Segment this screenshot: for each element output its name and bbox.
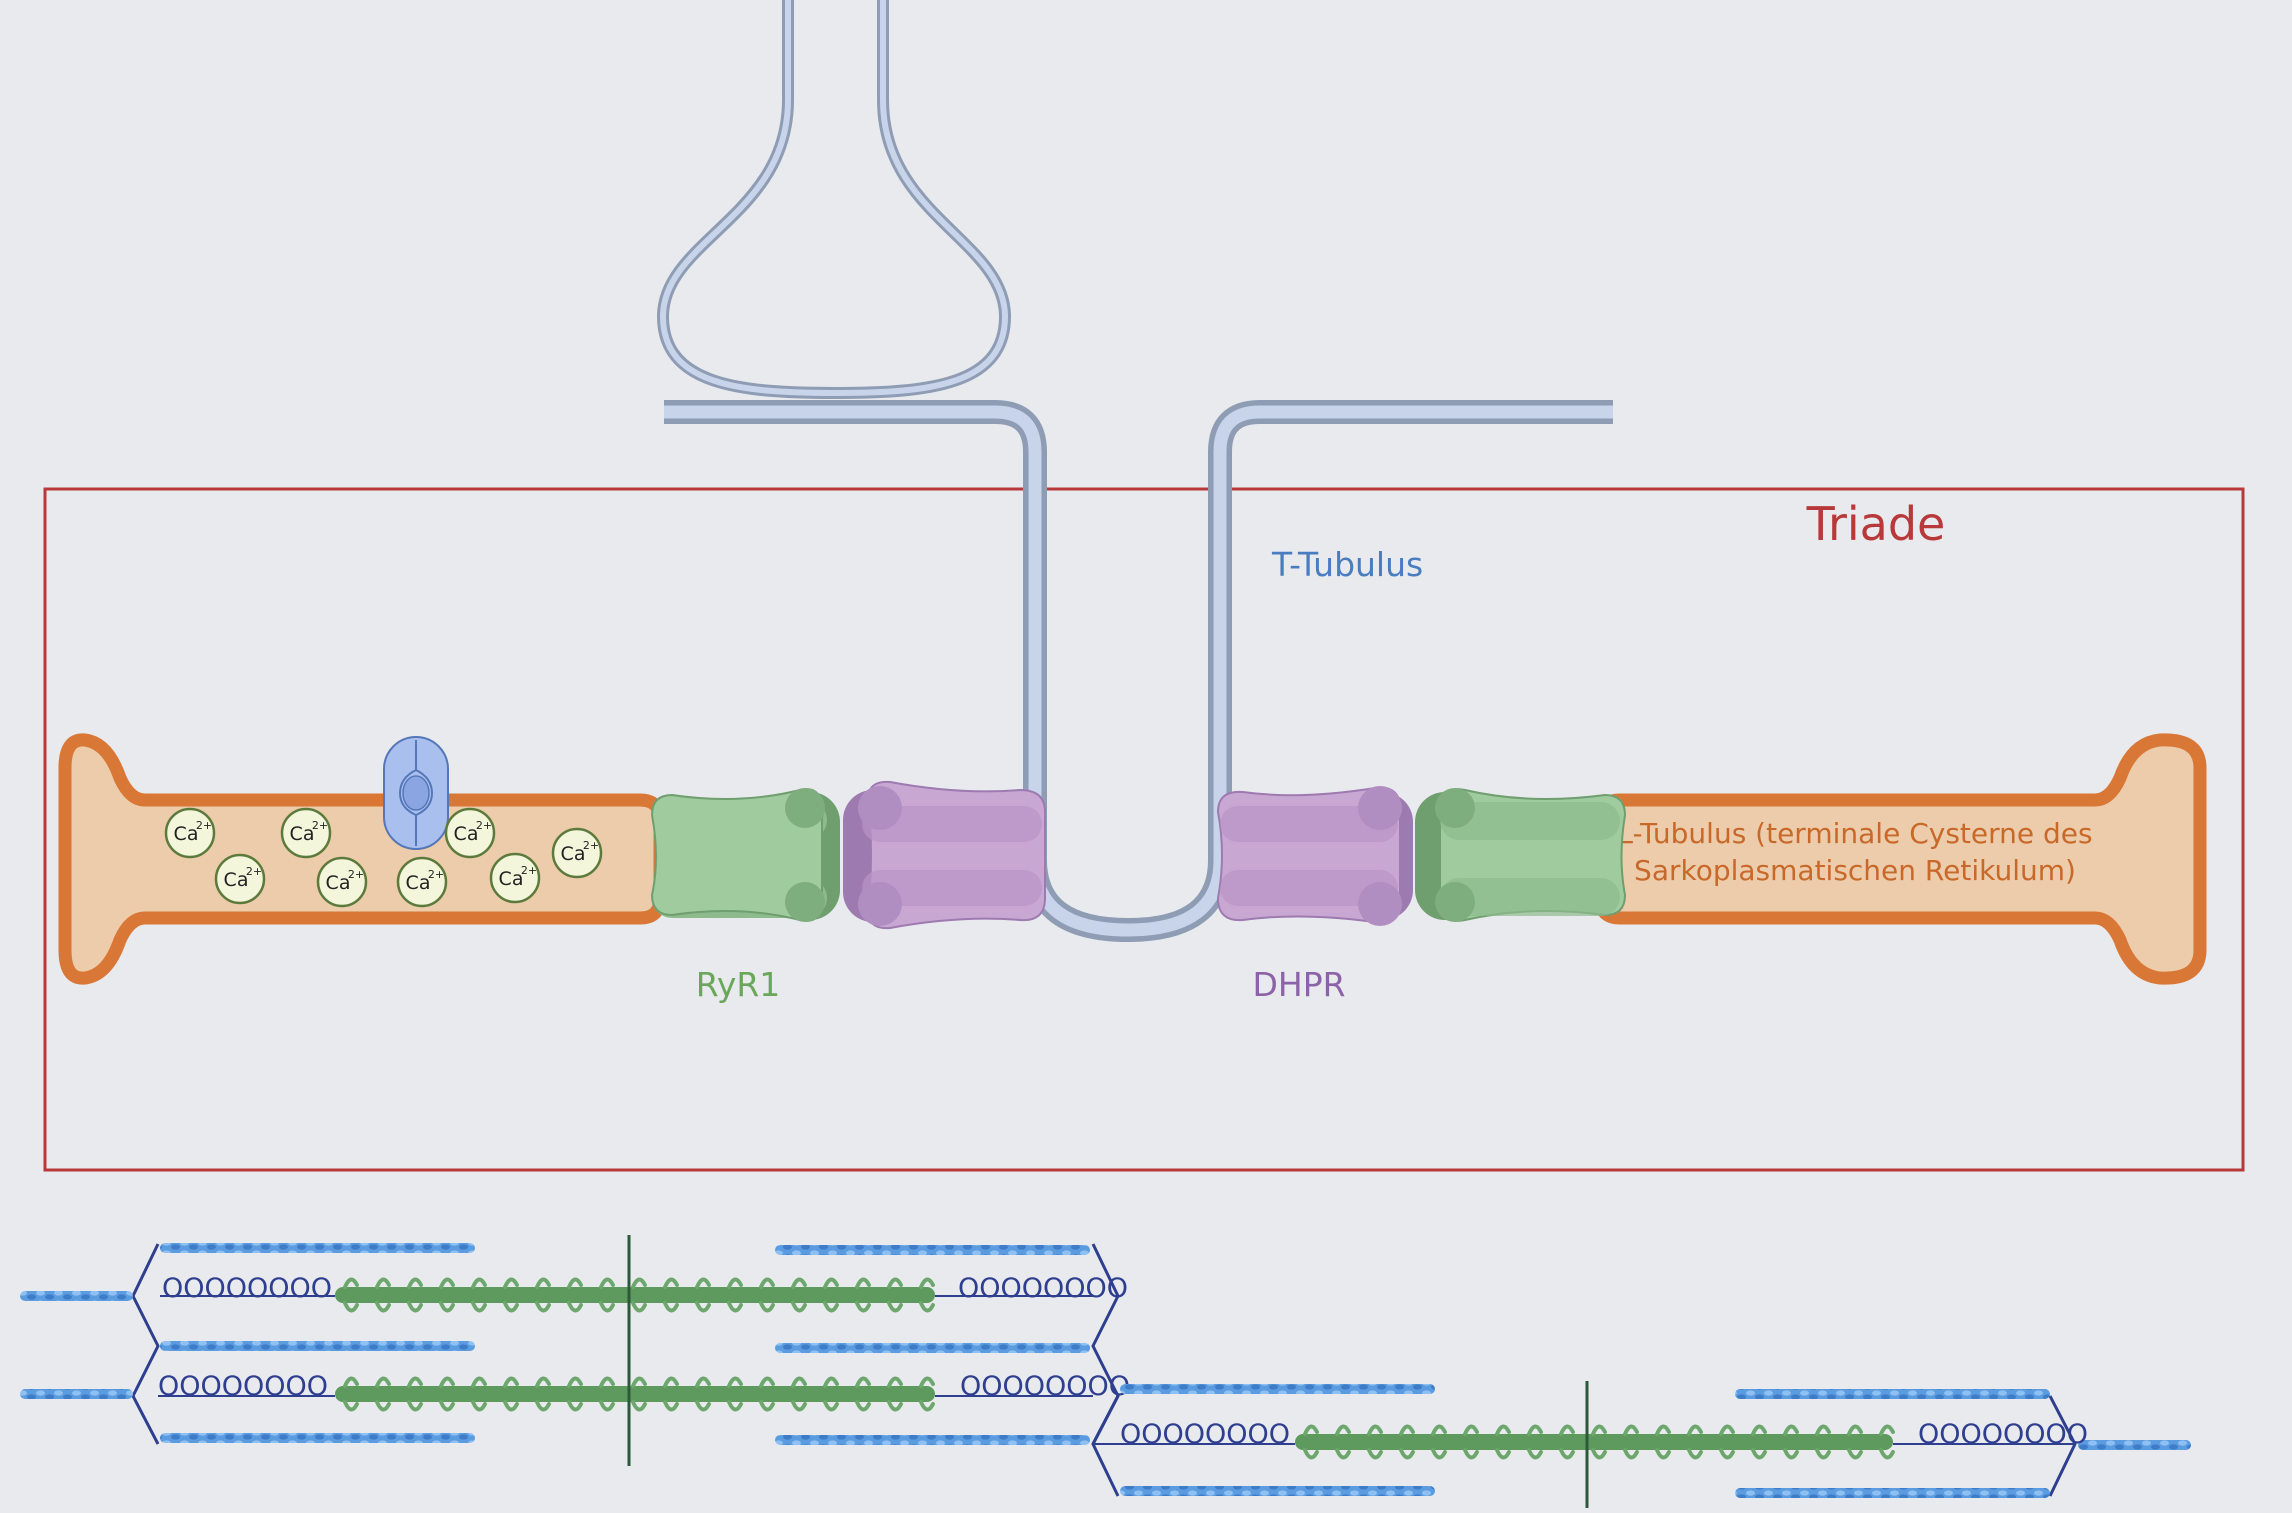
actin-filament bbox=[1735, 1389, 2050, 1399]
svg-text:Ca: Ca bbox=[290, 823, 315, 845]
dhpr-channel-right bbox=[1216, 786, 1413, 926]
z-disc bbox=[1091, 1395, 1120, 1497]
titin-coil: OOOOOOOO bbox=[1918, 1419, 2088, 1450]
actin-filament bbox=[20, 1389, 133, 1399]
svg-text:2+: 2+ bbox=[348, 868, 364, 881]
titin-coil: OOOOOOOO bbox=[958, 1273, 1128, 1304]
myosin-filament bbox=[1295, 1424, 1895, 1460]
calcium-ion: Ca 2+ bbox=[551, 827, 603, 879]
svg-text:2+: 2+ bbox=[521, 864, 537, 877]
actin-filament bbox=[20, 1291, 133, 1301]
titin-coil: OOOOOOOO bbox=[960, 1371, 1130, 1402]
actin-filament bbox=[1735, 1488, 2050, 1498]
actin-filament bbox=[1120, 1384, 1435, 1394]
z-disc bbox=[131, 1243, 160, 1445]
serca-pump bbox=[383, 736, 449, 850]
dhpr-channel-left bbox=[843, 780, 1046, 930]
svg-text:Ca: Ca bbox=[224, 869, 249, 891]
svg-text:2+: 2+ bbox=[196, 819, 212, 832]
calcium-ion: Ca 2+ bbox=[396, 856, 448, 908]
t-tubule-membrane bbox=[664, 400, 1613, 942]
myosin-filament bbox=[335, 1277, 935, 1313]
svg-text:2+: 2+ bbox=[312, 819, 328, 832]
myosin-filament bbox=[335, 1376, 935, 1412]
svg-text:Ca: Ca bbox=[174, 823, 199, 845]
l-tubulus-label-line2: Sarkoplasmatischen Retikulum) bbox=[1634, 854, 2076, 887]
ryr1-label: RyR1 bbox=[696, 965, 781, 1004]
calcium-ion: Ca 2+ bbox=[280, 807, 332, 859]
calcium-ion: Ca 2+ bbox=[444, 807, 496, 859]
actin-filament bbox=[2078, 1440, 2191, 1450]
t-tubule-top-vesicle bbox=[656, 0, 1012, 400]
calcium-ions: Ca 2+ Ca 2+ Ca 2+ Ca 2+ Ca 2+ Ca 2+ bbox=[164, 807, 603, 908]
dhpr-label: DHPR bbox=[1252, 965, 1345, 1004]
calcium-ion: Ca 2+ bbox=[164, 807, 216, 859]
svg-text:Ca: Ca bbox=[326, 872, 351, 894]
actin-filament bbox=[160, 1433, 475, 1443]
calcium-ion: Ca 2+ bbox=[489, 852, 541, 904]
svg-text:Ca: Ca bbox=[561, 843, 586, 865]
actin-filament bbox=[160, 1243, 475, 1253]
t-tubulus-label: T-Tubulus bbox=[1271, 545, 1423, 584]
svg-text:2+: 2+ bbox=[583, 839, 599, 852]
triade-label: Triade bbox=[1806, 497, 1946, 551]
l-tubulus-label-line1: L-Tubulus (terminale Cysterne des bbox=[1617, 817, 2092, 850]
actin-filament bbox=[775, 1245, 1090, 1255]
svg-text:2+: 2+ bbox=[476, 819, 492, 832]
svg-text:2+: 2+ bbox=[428, 868, 444, 881]
ryr1-receptor-left bbox=[650, 788, 840, 922]
actin-filament bbox=[160, 1341, 475, 1351]
calcium-ion: Ca 2+ bbox=[316, 856, 368, 908]
actin-filament bbox=[775, 1343, 1090, 1353]
actin-filament bbox=[775, 1435, 1090, 1445]
sarcomere-lower: OOOOOOOO OOOOOOOO bbox=[775, 1381, 2191, 1508]
triad-frame bbox=[43, 487, 2245, 1172]
calcium-ion: Ca 2+ bbox=[214, 853, 266, 905]
titin-coil: OOOOOOOO bbox=[158, 1371, 328, 1402]
actin-filament bbox=[1120, 1486, 1435, 1496]
svg-text:Ca: Ca bbox=[499, 868, 524, 890]
sarcomere-upper: OOOOOOOO OOOOOOOO OOOOOOOO OOOOOOOO bbox=[20, 1235, 1130, 1466]
svg-text:Ca: Ca bbox=[454, 823, 479, 845]
svg-text:Ca: Ca bbox=[406, 872, 431, 894]
ryr1-receptor-right bbox=[1415, 788, 1627, 922]
titin-coil: OOOOOOOO bbox=[1120, 1419, 1290, 1450]
titin-coil: OOOOOOOO bbox=[162, 1273, 332, 1304]
svg-text:2+: 2+ bbox=[246, 865, 262, 878]
